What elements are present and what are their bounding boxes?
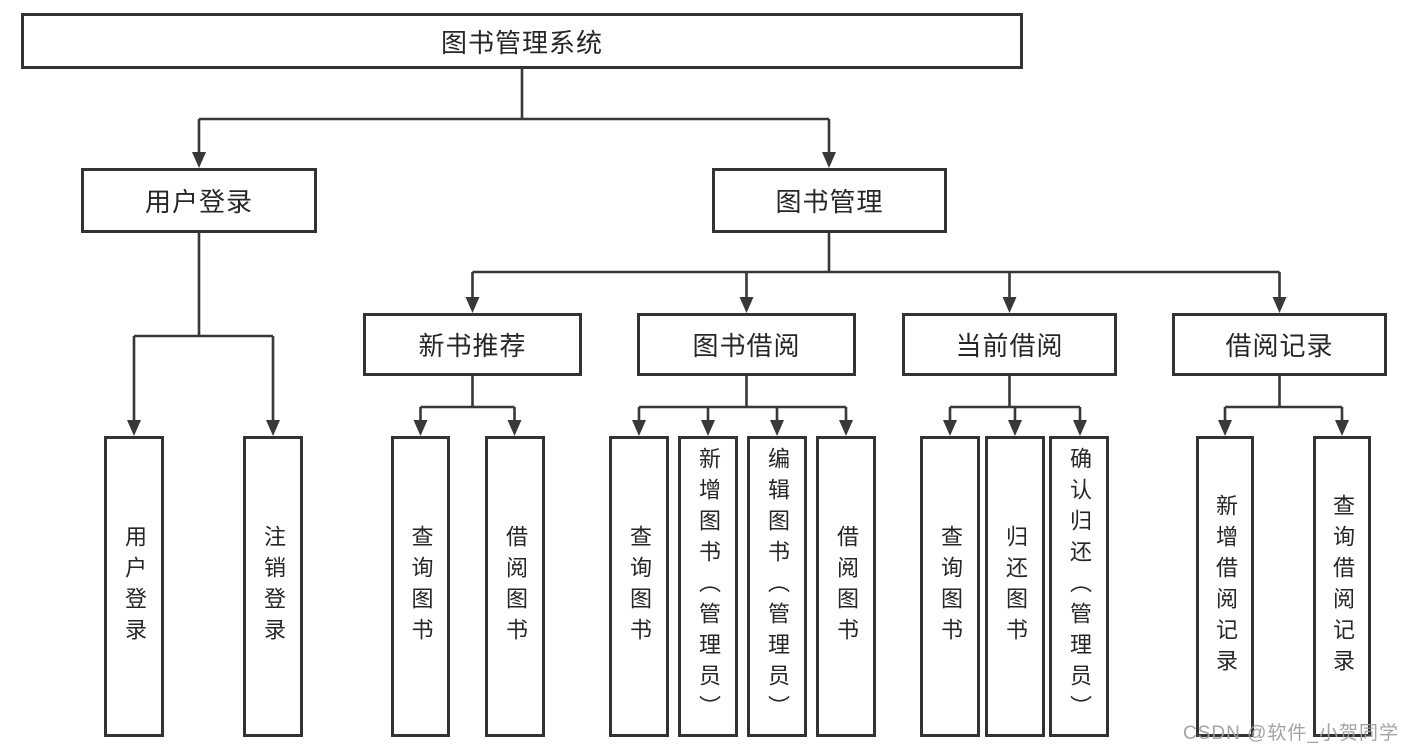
leaf-cb-query-books: 查询图书 bbox=[920, 436, 980, 737]
node-book-borrowing: 图书借阅 bbox=[637, 313, 856, 376]
leaf-bb-borrow-books: 借阅图书 bbox=[816, 436, 876, 737]
leaf-logout: 注销登录 bbox=[243, 436, 303, 737]
node-borrowing-records: 借阅记录 bbox=[1172, 313, 1387, 376]
node-current-borrowing: 当前借阅 bbox=[902, 313, 1117, 376]
leaf-cb-confirm-return-admin: 确认归还（管理员） bbox=[1049, 436, 1109, 737]
leaf-bb-edit-book-admin: 编辑图书（管理员） bbox=[747, 436, 807, 737]
watermark: CSDN @软件_小贺同学 bbox=[1183, 723, 1399, 744]
node-new-book-recommendation: 新书推荐 bbox=[363, 313, 582, 376]
leaf-cb-return-books: 归还图书 bbox=[985, 436, 1045, 737]
node-book-management: 图书管理 bbox=[712, 168, 947, 233]
leaf-bb-add-book-admin: 新增图书（管理员） bbox=[678, 436, 738, 737]
leaf-nbr-borrow-books: 借阅图书 bbox=[485, 436, 545, 737]
leaf-user-login: 用户登录 bbox=[104, 436, 164, 737]
node-user-login: 用户登录 bbox=[81, 168, 317, 233]
leaf-br-query-borrow-record: 查询借阅记录 bbox=[1313, 436, 1371, 737]
node-library-management-system: 图书管理系统 bbox=[21, 13, 1023, 69]
leaf-nbr-query-books: 查询图书 bbox=[391, 436, 450, 737]
leaf-br-add-borrow-record: 新增借阅记录 bbox=[1196, 436, 1254, 737]
connector-elbows bbox=[132, 69, 1344, 424]
leaf-bb-query-books: 查询图书 bbox=[609, 436, 669, 737]
